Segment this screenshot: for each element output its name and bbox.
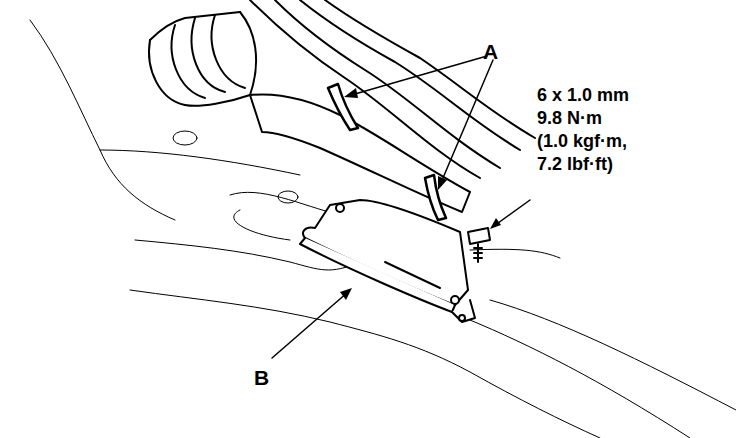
callout-letter: A [483,41,498,62]
torque-value: 9.8 N·m [537,109,602,127]
callout-letter: B [254,367,269,388]
leader-arrowhead [340,88,501,300]
torque-value: (1.0 kgf·m, [537,132,627,150]
flange-bolt [468,228,490,262]
torque-value: 7.2 lbf·ft) [537,155,613,173]
filler-boot [149,12,256,106]
breather-hoses [250,0,535,178]
hose-bracket [300,200,475,322]
leader-line [272,56,530,358]
bolt-size: 6 x 1.0 mm [537,86,629,104]
hose-clamp [328,84,446,220]
